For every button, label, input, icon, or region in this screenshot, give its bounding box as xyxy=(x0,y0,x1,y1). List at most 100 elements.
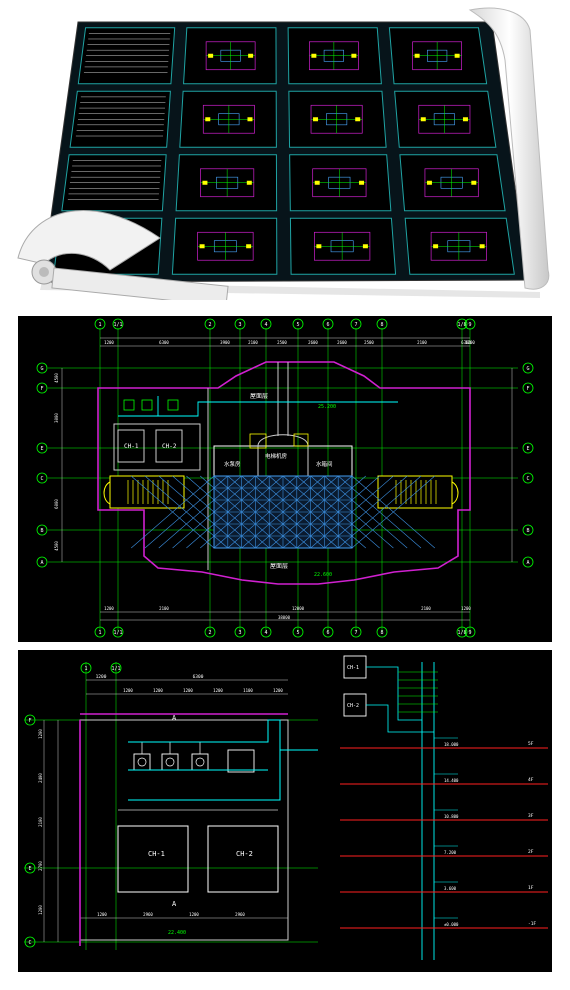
axis-label-top: 7 xyxy=(354,322,357,328)
detail-dim-sub: 1200 xyxy=(273,688,283,693)
axis-label-bottom: 1/1 xyxy=(113,630,122,636)
detail-pipes xyxy=(128,719,318,801)
dim-top: 2500 xyxy=(364,340,374,345)
detail-dim-side: 2100 xyxy=(38,817,43,827)
floor-level: 3.600 xyxy=(444,886,457,891)
axis-label-bottom: 1 xyxy=(98,630,101,636)
dim-top: 2500 xyxy=(277,340,287,345)
section-mark-bottom: A xyxy=(172,900,177,908)
axis-label-side: G xyxy=(526,366,529,372)
dim-top: 6300 xyxy=(461,340,471,345)
section-mark-top: A xyxy=(172,714,177,722)
dim-top: 2600 xyxy=(308,340,318,345)
dim-side: 6000 xyxy=(54,499,59,509)
axis-label-top: 4 xyxy=(264,322,267,328)
axis-label-side: E xyxy=(526,446,529,452)
detail-axis-top: 1/1 xyxy=(111,666,120,672)
detail-dim-side: 1200 xyxy=(38,729,43,739)
dim-top: 1200 xyxy=(104,340,114,345)
axis-label-bottom: 5 xyxy=(296,630,299,636)
axis-label-side: A xyxy=(40,560,43,566)
dim-top: 1200 xyxy=(465,340,475,345)
detail-dim-sub: 1200 xyxy=(183,688,193,693)
floor-label: 4F xyxy=(528,777,534,783)
detail-dim-side: 1200 xyxy=(38,905,43,915)
dim-top: 2100 xyxy=(417,340,427,345)
sheets-illustration xyxy=(17,7,550,300)
axis-label-top: 9 xyxy=(468,322,471,328)
detail-walls xyxy=(79,713,289,946)
axis-label-side: F xyxy=(40,386,43,392)
axis-label-top: 1/8 xyxy=(457,322,466,328)
pump xyxy=(161,753,179,771)
detail-axis-side: F xyxy=(28,718,31,724)
left-stair xyxy=(103,475,185,509)
room-label-bottom: 屋面层 xyxy=(270,563,288,570)
drawing-sheets-preview xyxy=(0,0,570,300)
axis-label-bottom: 4 xyxy=(264,630,267,636)
detail-dim-top: 1200 xyxy=(96,674,107,680)
axis-label-top: 6 xyxy=(326,322,329,328)
floor-label: 3F xyxy=(528,813,534,819)
protractor-ruler xyxy=(17,209,229,300)
dim-bottom: 2100 xyxy=(421,606,431,611)
pipe-lines xyxy=(118,396,398,417)
skylight-hatch xyxy=(131,475,435,549)
roof-outline xyxy=(97,361,471,585)
detail-dim-bottom: 1200 xyxy=(97,912,107,917)
detail-dim-sub: 1200 xyxy=(213,688,223,693)
axis-label-top: 1/1 xyxy=(113,322,122,328)
dim-bottom: 12000 xyxy=(292,606,305,611)
floor-label: 1F xyxy=(528,885,534,891)
detail-level: 22.400 xyxy=(168,930,186,936)
dim-side: 4500 xyxy=(54,541,59,551)
dim-top: 2600 xyxy=(337,340,347,345)
inner-walls xyxy=(113,362,289,570)
floor-level: ±0.000 xyxy=(444,922,459,927)
floor-label: 5F xyxy=(528,741,534,747)
floor-level: 10.800 xyxy=(444,814,459,819)
level-label-1: 25.200 xyxy=(318,404,336,410)
detail-dim-bottom: 1200 xyxy=(189,912,199,917)
detail-dim-sub: 1200 xyxy=(123,688,133,693)
axis-label-bottom: 8 xyxy=(380,630,383,636)
axis-label-side: A xyxy=(526,560,529,566)
unit-label-1: CH-1 xyxy=(124,443,139,450)
detail-axis-side: C xyxy=(28,940,31,946)
detail-dim-sub: 1200 xyxy=(153,688,163,693)
axis-label-top: 1 xyxy=(98,322,101,328)
detail-dim-side: 2400 xyxy=(38,773,43,783)
axis-label-top: 3 xyxy=(238,322,241,328)
equipment-marks xyxy=(123,399,179,411)
dim-bottom: 1200 xyxy=(104,606,114,611)
detail-axis-top: 1 xyxy=(84,666,87,672)
dim-top: 6300 xyxy=(159,340,169,345)
unit-ch2-label: CH-2 xyxy=(236,850,253,858)
paper-roll xyxy=(468,7,550,290)
axis-label-side: C xyxy=(526,476,529,482)
floor-level: 14.400 xyxy=(444,778,459,783)
dim-bottom: 2100 xyxy=(159,606,169,611)
axis-label-bottom: 2 xyxy=(208,630,211,636)
dim-bottom: 1200 xyxy=(461,606,471,611)
axis-label-top: 5 xyxy=(296,322,299,328)
dim-top: 2100 xyxy=(248,340,258,345)
dim-side: 4500 xyxy=(54,373,59,383)
detail-dim-bottom: 2960 xyxy=(143,912,153,917)
axis-label-side: F xyxy=(526,386,529,392)
axis-label-side: C xyxy=(40,476,43,482)
detail-axis-side: E xyxy=(28,866,31,872)
dim-side: 3000 xyxy=(54,413,59,423)
axis-label-bottom: 7 xyxy=(354,630,357,636)
riser-unit-1: CH-1 xyxy=(347,665,359,671)
axis-label-side: E xyxy=(40,446,43,452)
room-label-top: 屋面层 xyxy=(250,393,268,400)
axis-label-bottom: 6 xyxy=(326,630,329,636)
